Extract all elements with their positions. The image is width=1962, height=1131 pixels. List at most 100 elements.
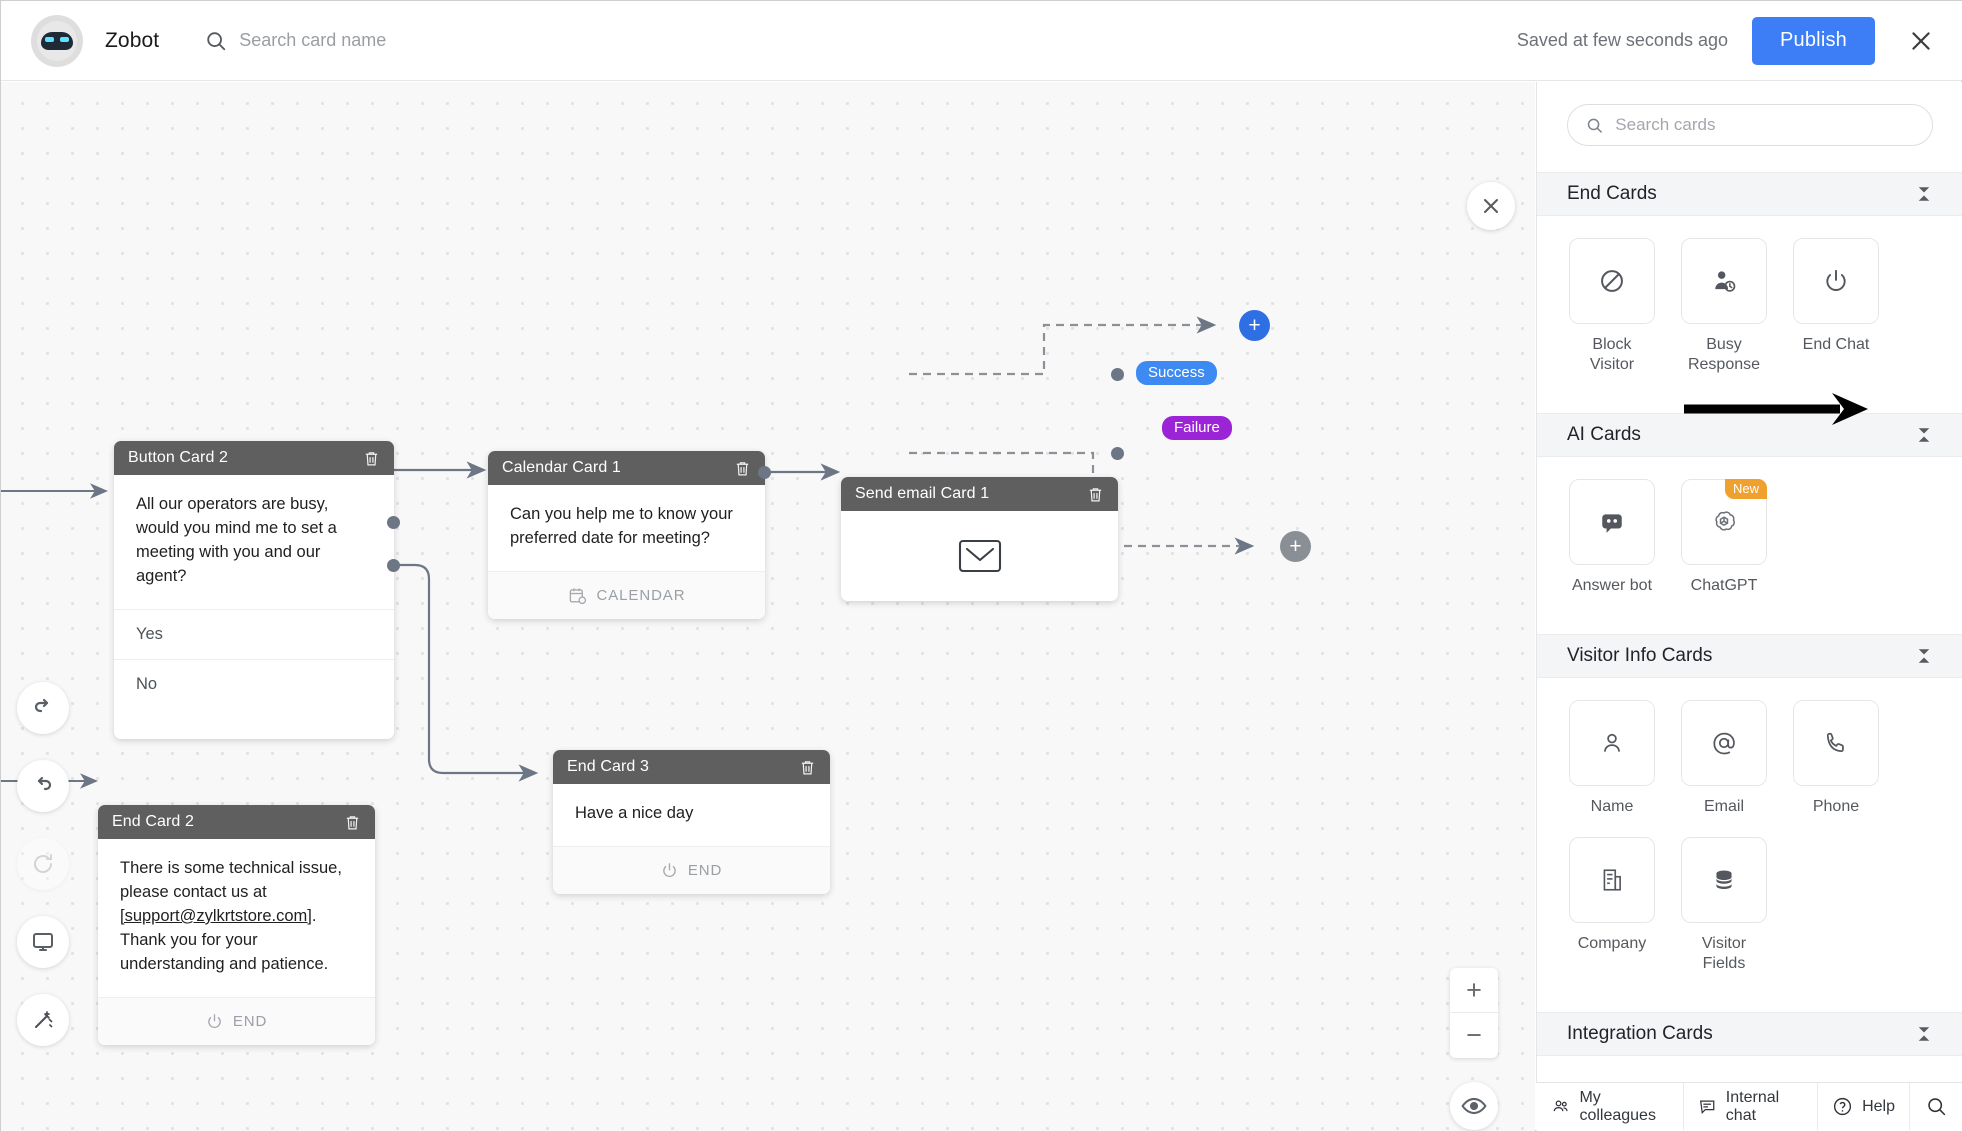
card-header: Button Card 2 xyxy=(114,441,394,475)
undo-button[interactable] xyxy=(17,682,69,734)
section-header-end-cards[interactable]: End Cards xyxy=(1537,172,1962,216)
card-option-yes[interactable]: Yes xyxy=(114,608,394,659)
card-tile-busy-response[interactable]: Busy Response xyxy=(1679,238,1769,375)
card-tile-label: Company xyxy=(1577,935,1647,952)
zoom-out-button[interactable]: − xyxy=(1466,1020,1482,1050)
foot-item-label: My colleagues xyxy=(1579,1088,1656,1124)
busy-person-clock-icon xyxy=(1715,271,1736,292)
refresh-button[interactable] xyxy=(17,838,69,890)
preview-button[interactable] xyxy=(17,916,69,968)
card-tile-label: ChatGPT xyxy=(1690,577,1758,594)
card-tile-answer-bot[interactable]: Answer bot xyxy=(1567,479,1657,596)
output-port-calendar[interactable] xyxy=(758,466,771,479)
card-tile-visitor-fields[interactable]: Visitor Fields xyxy=(1679,837,1769,974)
canvas-toolbar xyxy=(17,682,69,1046)
colleagues-icon xyxy=(1553,1100,1568,1112)
my-colleagues-button[interactable]: My colleagues xyxy=(1536,1083,1685,1130)
card-header: End Card 2 xyxy=(98,805,375,839)
search-icon xyxy=(1928,1098,1946,1116)
output-port-failure[interactable] xyxy=(1111,447,1124,460)
card-title: Calendar Card 1 xyxy=(502,459,621,476)
flow-canvas[interactable]: Button Card 2 All our operators are busy… xyxy=(1,82,1535,1131)
card-tile-block-visitor[interactable]: Block Visitor xyxy=(1567,238,1657,375)
at-sign-icon xyxy=(1713,732,1735,755)
trash-icon xyxy=(801,760,814,774)
delete-card-button[interactable] xyxy=(363,450,380,467)
bot-avatar-icon xyxy=(37,20,77,61)
close-icon xyxy=(1912,31,1930,50)
panel-search[interactable] xyxy=(1567,104,1933,146)
redo-icon xyxy=(37,776,52,791)
cards-panel: End Cards Block Visitor Busy Response En… xyxy=(1536,82,1962,1131)
block-icon xyxy=(1601,270,1623,292)
chat-bubble-icon xyxy=(1700,1100,1715,1114)
output-port-yes[interactable] xyxy=(387,516,400,529)
search-cards-input[interactable] xyxy=(1615,115,1914,135)
footer-search-button[interactable] xyxy=(1910,1083,1962,1130)
output-port-success[interactable] xyxy=(1111,368,1124,381)
card-tile-name[interactable]: Name xyxy=(1567,700,1657,817)
card-message: Have a nice day xyxy=(575,804,694,822)
add-node-failure-button[interactable]: + xyxy=(1280,531,1311,562)
flow-card-button-card-2[interactable]: Button Card 2 All our operators are busy… xyxy=(114,441,394,739)
search-card-input[interactable] xyxy=(239,30,660,51)
redo-button[interactable] xyxy=(17,760,69,812)
output-port-no[interactable] xyxy=(387,559,400,572)
section-title: AI Cards xyxy=(1567,424,1641,445)
flow-card-calendar-card-1[interactable]: Calendar Card 1 Can you help me to know … xyxy=(488,451,765,619)
section-header-ai-cards[interactable]: AI Cards xyxy=(1537,413,1962,457)
card-tile-label: End Chat xyxy=(1802,336,1870,353)
fit-to-view-button[interactable] xyxy=(1450,1082,1498,1130)
delete-card-button[interactable] xyxy=(344,814,361,831)
auto-arrange-button[interactable] xyxy=(17,994,69,1046)
preview-monitor-icon xyxy=(33,933,53,951)
chatgpt-icon xyxy=(1715,511,1735,531)
trash-icon xyxy=(365,451,378,465)
collapse-icon xyxy=(1918,428,1930,442)
card-option-no[interactable]: No xyxy=(114,658,394,709)
card-tile-end-chat[interactable]: End Chat xyxy=(1791,238,1881,375)
section-header-integration-cards[interactable]: Integration Cards xyxy=(1537,1012,1962,1056)
delete-card-button[interactable] xyxy=(799,759,816,776)
help-circle-icon xyxy=(1834,1097,1852,1116)
card-footer-calendar[interactable]: CALENDAR xyxy=(488,570,765,619)
support-email-link[interactable]: [support@zylkrtstore.com] xyxy=(120,906,312,925)
zoom-in-button[interactable]: + xyxy=(1450,968,1498,1013)
help-button[interactable]: Help xyxy=(1818,1083,1910,1130)
collapse-icon xyxy=(1918,649,1930,663)
add-node-success-button[interactable]: + xyxy=(1239,310,1270,341)
power-icon xyxy=(208,1013,221,1028)
flow-card-end-card-2[interactable]: End Card 2 There is some technical issue… xyxy=(98,805,375,1045)
card-tile-email[interactable]: Email xyxy=(1679,700,1769,817)
status-badge-success: Success xyxy=(1136,361,1217,385)
card-tile-chatgpt[interactable]: New ChatGPT xyxy=(1679,479,1769,596)
delete-card-button[interactable] xyxy=(1087,486,1104,503)
section-title: Integration Cards xyxy=(1567,1023,1713,1044)
canvas-close-button[interactable] xyxy=(1467,182,1515,230)
card-tile-label: Email xyxy=(1703,798,1744,815)
publish-button[interactable]: Publish xyxy=(1752,16,1875,65)
header-search[interactable] xyxy=(205,30,660,52)
card-footer-label: END xyxy=(687,861,723,879)
flow-card-send-email-card-1[interactable]: Send email Card 1 xyxy=(841,477,1118,601)
phone-icon xyxy=(1826,732,1844,752)
message-part-1: There is some technical issue, please co… xyxy=(120,859,342,901)
internal-chat-button[interactable]: Internal chat xyxy=(1684,1083,1819,1130)
person-icon xyxy=(1604,733,1620,752)
card-tile-label: Phone xyxy=(1812,798,1860,815)
card-tile-company[interactable]: Company xyxy=(1567,837,1657,974)
delete-card-button[interactable] xyxy=(734,460,751,477)
section-title: End Cards xyxy=(1567,183,1657,204)
collapse-icon xyxy=(1918,187,1930,201)
zoom-controls: + − xyxy=(1450,968,1498,1058)
flow-card-end-card-3[interactable]: End Card 3 Have a nice day END xyxy=(553,750,830,894)
card-title: End Card 2 xyxy=(112,813,194,830)
card-message: There is some technical issue, please co… xyxy=(98,839,375,997)
undo-icon xyxy=(34,698,49,713)
zobot-logo xyxy=(31,14,83,67)
card-tile-phone[interactable]: Phone xyxy=(1791,700,1881,817)
close-button[interactable] xyxy=(1901,21,1941,61)
close-icon xyxy=(1484,199,1498,213)
section-header-visitor-info-cards[interactable]: Visitor Info Cards xyxy=(1537,634,1962,678)
